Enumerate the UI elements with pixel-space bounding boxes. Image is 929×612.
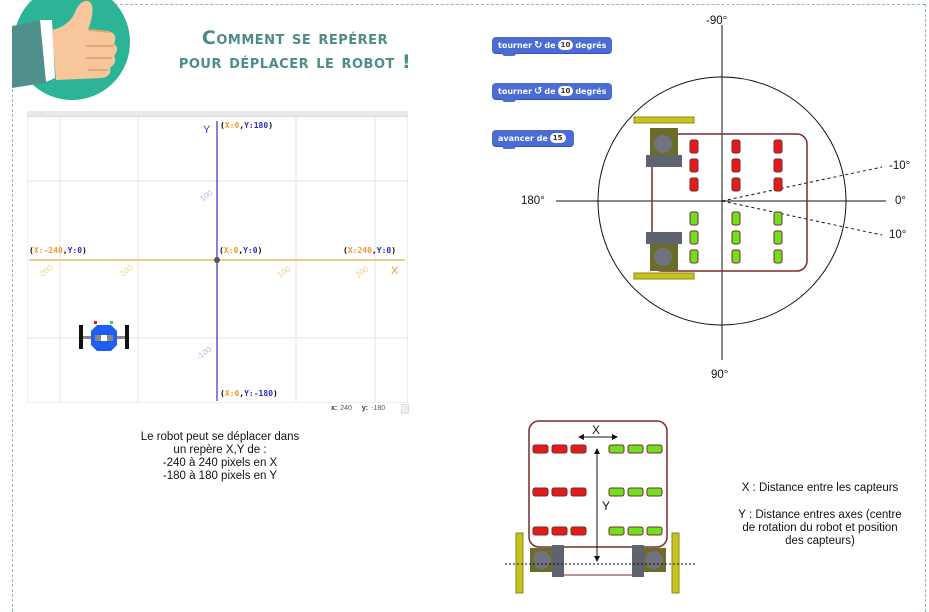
sensor-led [646,444,663,454]
sensor-led [773,177,783,192]
sensor-led [731,177,741,192]
sensor-led [532,526,549,536]
wheel [515,532,524,594]
sensor-led [551,444,568,454]
sensor-led [627,526,644,536]
block-value-input[interactable]: 10 [557,40,574,50]
sensor-led [689,230,699,245]
angle-label-minus-90: -90° [706,15,728,27]
sensor-led [731,230,741,245]
sensor-led [646,526,663,536]
wheel [633,116,695,124]
sensor-led [773,211,783,226]
wheel [671,532,680,594]
legend-x: X : Distance entre les capteurs [741,482,899,494]
sensor-led [773,158,783,173]
motor-bracket [646,155,682,167]
sensor-led [608,444,625,454]
angle-label-10: 10° [889,229,907,241]
sensor-led [532,487,549,497]
y-axis-label: Y [203,124,211,136]
block-value-input[interactable]: 10 [557,86,574,96]
sensor-led [608,526,625,536]
robot-rear [562,546,634,576]
sensor-led [689,177,699,192]
mouse-position-readout: x:240 y:-180 [331,405,386,412]
sensor-led [731,249,741,264]
angle-diagram [556,25,886,360]
sensor-led [551,526,568,536]
sensor-led [551,487,568,497]
angle-label-90: 90° [711,369,729,381]
title-line-2: pour déplacer le robot ! [178,51,412,73]
sensor-led [773,230,783,245]
frame-border-top [100,4,925,5]
stage-title-bar: ···· [27,110,408,117]
distance-diagram: X Y [505,420,695,594]
robot-chassis [651,133,808,272]
motor-hub [533,551,551,569]
title-line-1: Comment se repérer [201,27,389,49]
stage-grid: -200 -100 100 200 100 -100 X Y [27,111,408,403]
coord-label-right: (X:240,Y:0) [343,246,397,255]
motor-bracket [632,545,644,577]
sensor-led [689,249,699,264]
legend-y: Y : Distance entres axes (centre de rota… [738,509,902,547]
thumbs-up-icon [12,0,130,100]
sensor-led [532,444,549,454]
sensor-led [689,139,699,154]
sensor-led [570,444,587,454]
x-axis-label: X [391,265,399,277]
motor-hub [654,248,672,266]
sensor-led [608,487,625,497]
angle-label-0: 0° [895,195,906,207]
wheel [633,272,695,280]
motor-hub [654,135,672,153]
sensor-led [627,487,644,497]
sensor-led [773,249,783,264]
frame-border-right [925,4,926,612]
y-distance-label: Y [602,499,610,513]
robot-top-view [633,116,808,280]
sensor-led [646,487,663,497]
sensor-led [570,487,587,497]
sensor-led [731,139,741,154]
dashed-line-minus-10 [721,166,883,202]
robot-sprite [79,321,129,351]
turn-counterclockwise-icon: ↺ [534,86,543,97]
turn-clockwise-icon: ↻ [534,40,543,51]
origin-dot [214,257,220,263]
motor-hub [645,551,663,569]
coord-label-bottom: (X:0,Y:-180) [220,389,278,398]
sensor-led [570,526,587,536]
page-title: Comment se repérer pour déplacer le robo… [135,26,455,74]
sensor-led [689,211,699,226]
angle-label-180: 180° [521,195,545,207]
sensor-led [731,158,741,173]
motor-bracket [646,232,682,244]
sensor-led [689,158,699,173]
dashed-line-plus-10 [721,200,883,236]
sensor-led [773,139,783,154]
coord-label-left: (X:-240,Y:0) [29,246,87,255]
angle-label-minus-10: -10° [889,160,911,172]
x-distance-label: X [592,423,600,437]
stage-scroll-button[interactable] [401,404,409,414]
robot-chassis [528,420,668,548]
block-value-input[interactable]: 15 [549,133,566,143]
coord-label-origin: (X:0,Y:0) [219,246,263,255]
motor-bracket [552,545,564,577]
coord-label-top: (X:0,Y:180) [220,121,274,130]
frame-border-left [12,84,13,612]
sensor-led [731,211,741,226]
caption-coordinates: Le robot peut se déplacer dans un repère… [140,431,300,482]
scratch-stage: -200 -100 100 200 100 -100 X Y ···· (X:0… [27,110,408,403]
sensor-led [627,444,644,454]
